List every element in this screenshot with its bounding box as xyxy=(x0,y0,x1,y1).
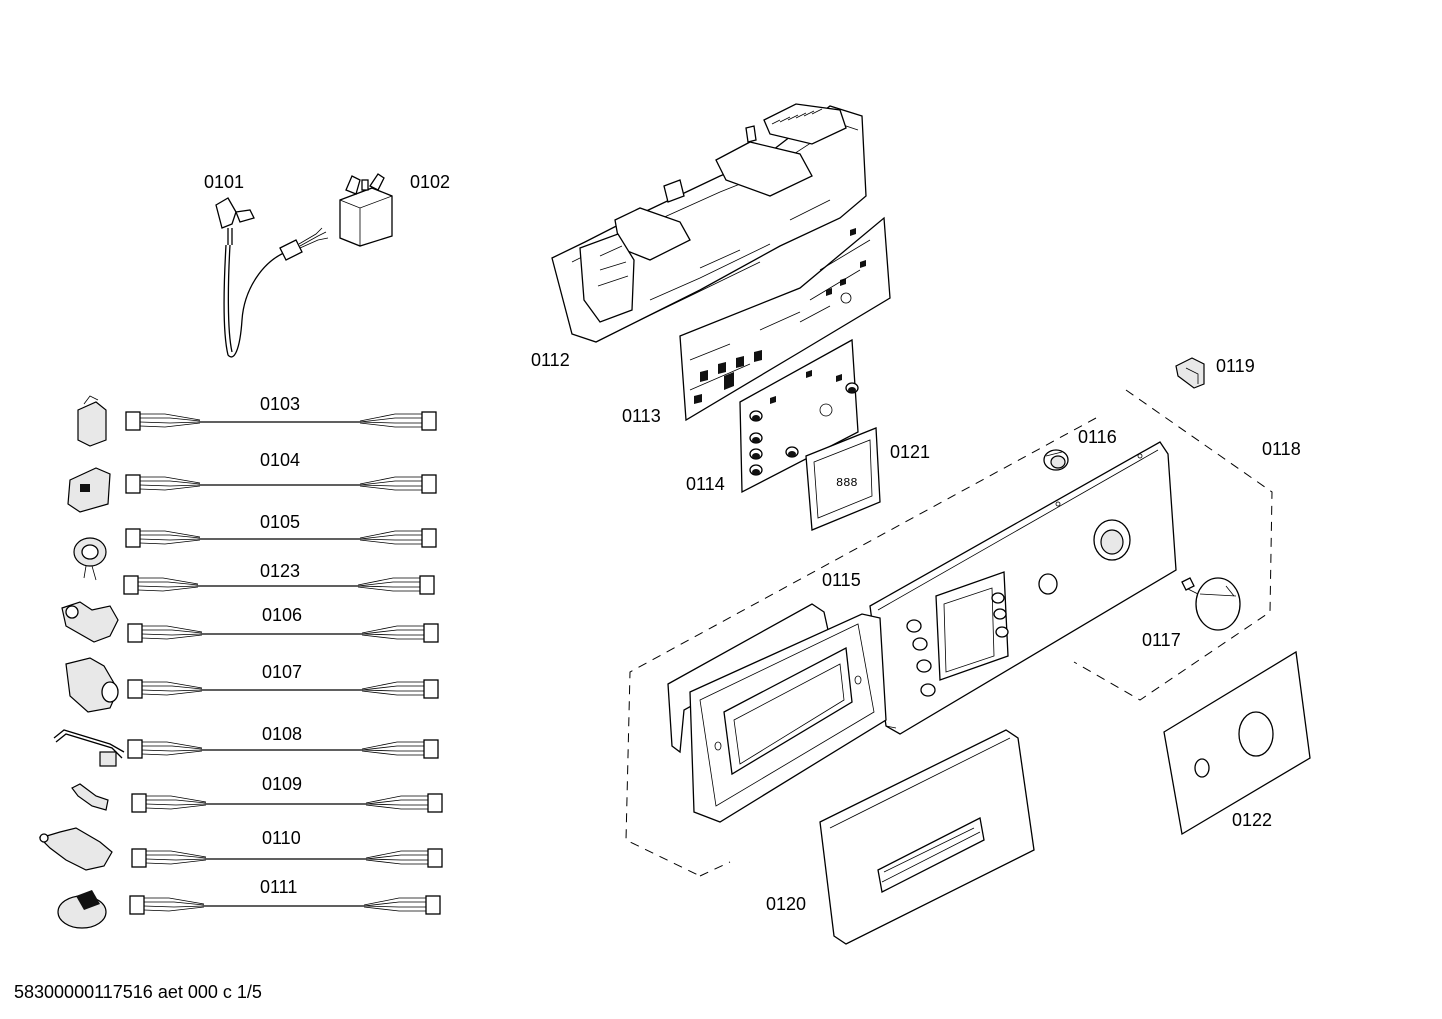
label-0104: 0104 xyxy=(260,450,300,470)
label-0105: 0105 xyxy=(260,512,300,532)
part-0101-power-cord xyxy=(215,197,329,358)
part-0115-drawer-frame xyxy=(667,603,887,823)
part-0121-display-window: 888 xyxy=(805,427,881,531)
group-outline-0115 xyxy=(625,417,1097,877)
label-0102: 0102 xyxy=(410,172,450,192)
harness-0109 xyxy=(71,783,443,813)
part-0113-main-pcb xyxy=(679,216,891,422)
harness-0108 xyxy=(53,729,439,767)
label-0113: 0113 xyxy=(622,406,661,426)
label-0112: 0112 xyxy=(531,350,570,370)
harness-0103 xyxy=(77,395,437,447)
harness-0110 xyxy=(38,827,443,871)
part-fascia-panel xyxy=(869,441,1177,735)
part-0120-drawer-front xyxy=(819,729,1035,945)
label-0111: 0111 xyxy=(260,877,297,897)
harness-0105 xyxy=(73,528,437,581)
label-0108: 0108 xyxy=(262,724,302,744)
label-0109: 0109 xyxy=(262,774,302,794)
label-0106: 0106 xyxy=(262,605,302,625)
part-0116-knob-cap xyxy=(1043,449,1069,471)
label-0103: 0103 xyxy=(260,394,300,414)
part-0102-interference-filter xyxy=(339,173,393,247)
label-0110: 0110 xyxy=(262,828,301,848)
label-0107: 0107 xyxy=(262,662,302,682)
label-0122: 0122 xyxy=(1232,810,1272,830)
harness-0104 xyxy=(67,467,437,513)
part-0122-decor-panel xyxy=(1163,650,1311,836)
part-0117-program-knob xyxy=(1181,577,1241,631)
harness-0111 xyxy=(57,890,441,929)
label-0117: 0117 xyxy=(1142,630,1181,650)
label-0119: 0119 xyxy=(1216,356,1255,376)
button-knobs xyxy=(749,382,859,476)
label-0123: 0123 xyxy=(260,561,300,581)
label-0116: 0116 xyxy=(1078,427,1117,447)
part-0112-control-housing xyxy=(551,103,867,343)
harness-0107 xyxy=(65,657,439,713)
label-0118: 0118 xyxy=(1262,439,1301,459)
document-footer-id: 58300000117516 aet 000 c 1/5 xyxy=(14,982,262,1002)
group-outline-0118 xyxy=(1073,389,1273,701)
part-0114-button-pcb xyxy=(739,338,859,494)
label-0121: 0121 xyxy=(890,442,930,462)
harness-0123 xyxy=(123,575,435,595)
label-0114: 0114 xyxy=(686,474,725,494)
label-0101: 0101 xyxy=(204,172,244,192)
display-digits-graphic: 888 xyxy=(836,476,858,490)
label-0120: 0120 xyxy=(766,894,806,914)
part-0119-clip xyxy=(1175,357,1205,389)
label-0115: 0115 xyxy=(822,570,861,590)
harness-0106 xyxy=(61,601,439,643)
